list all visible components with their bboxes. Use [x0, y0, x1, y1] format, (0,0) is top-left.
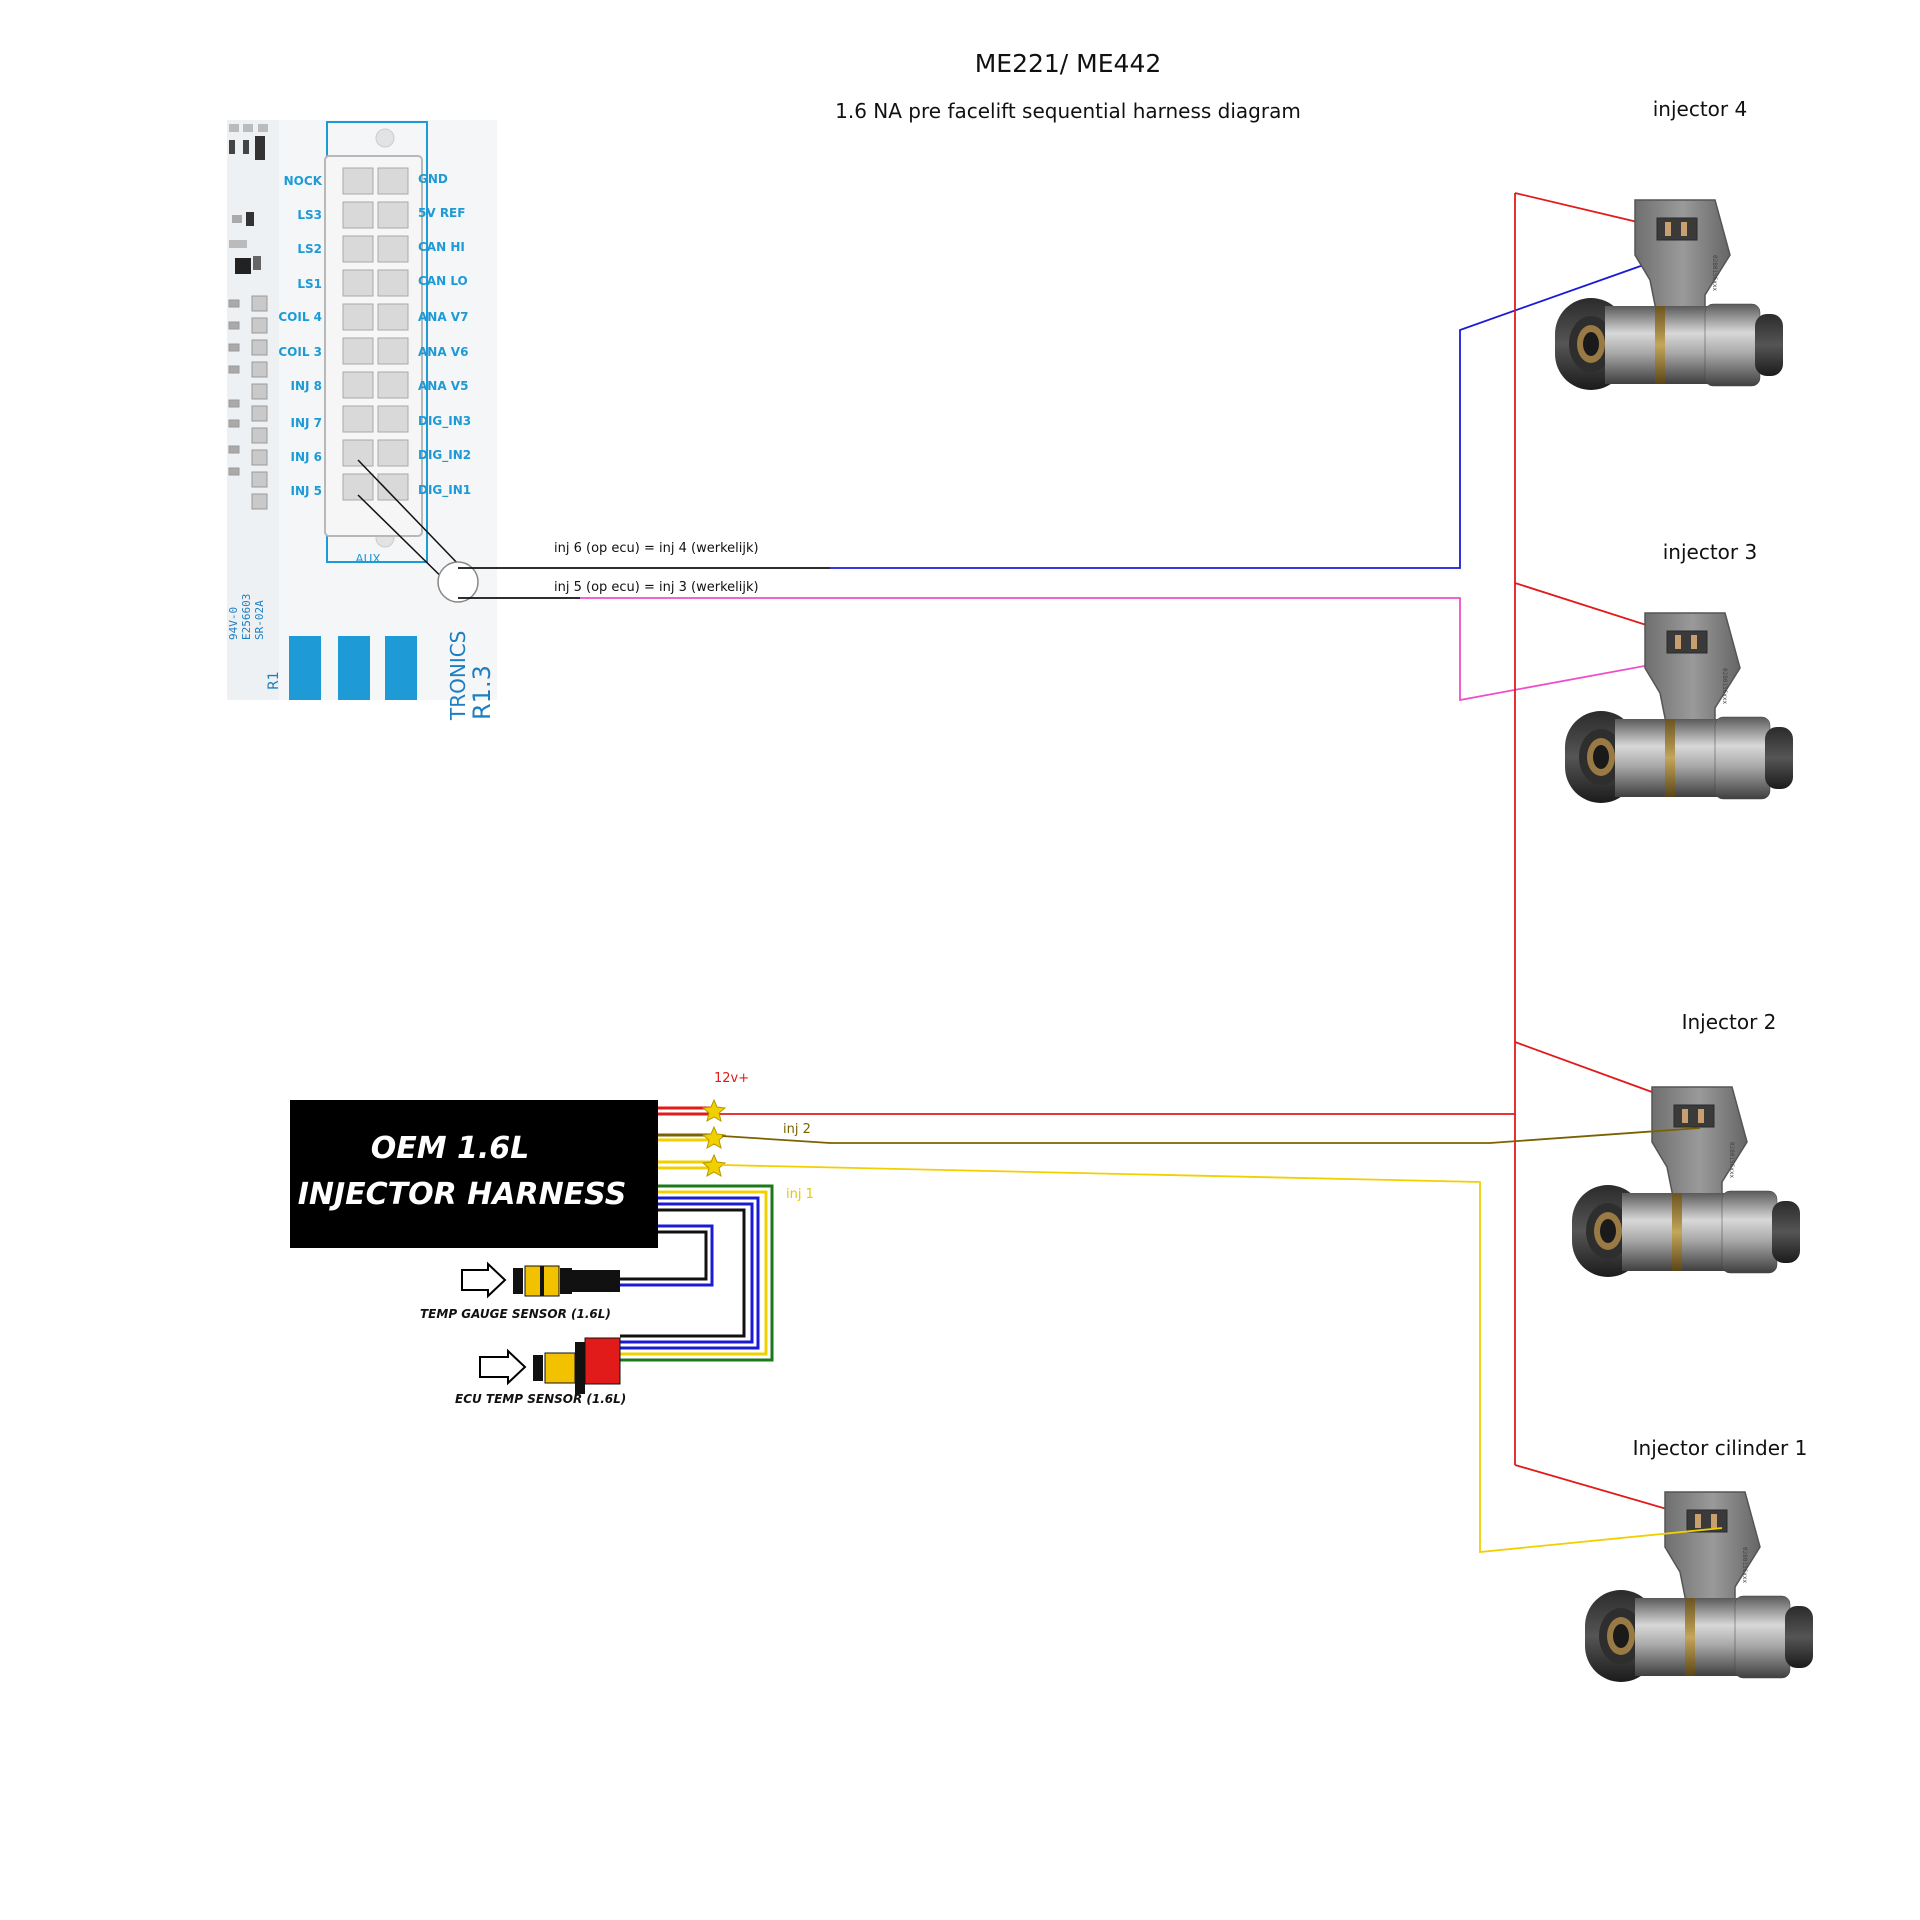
pin-label-can-hi: CAN HI [418, 240, 465, 254]
injector-4 [1554, 199, 1784, 391]
temp-gauge-sensor [461, 1261, 620, 1299]
injector-2-label: Injector 2 [1682, 1010, 1777, 1034]
pin-label-nock: NOCK [284, 174, 323, 188]
connector-label: AUX [355, 552, 380, 566]
pin-label-gnd: GND [418, 172, 448, 186]
right-pin-labels: GND 5V REF CAN HI CAN LO ANA V7 ANA V6 A… [418, 172, 471, 498]
pin-label-coil4: COIL 4 [278, 310, 322, 324]
note-inj5: inj 5 (op ecu) = inj 3 (werkelijk) [554, 580, 759, 595]
smd-components [229, 124, 268, 274]
pin-label-inj5: INJ 5 [291, 484, 323, 498]
tag-12v: 12v+ [714, 1071, 749, 1086]
ecu-board: AUX NOCK LS3 LS2 LS1 COIL 4 COIL 3 INJ 8… [227, 120, 497, 721]
harness-title-line2: INJECTOR HARNESS [298, 1177, 627, 1212]
tag-inj2: inj 2 [783, 1122, 811, 1137]
harness-title-line1: OEM 1.6L [371, 1131, 530, 1166]
silkscreen-line-3: SR-02A [253, 600, 266, 640]
board-r1-label: R1 [266, 671, 282, 690]
diagram-subtitle: 1.6 NA pre facelift sequential harness d… [835, 99, 1301, 123]
ecu-temp-sensor [479, 1337, 621, 1394]
pin-label-inj8: INJ 8 [291, 379, 323, 393]
injector-1-label: Injector cilinder 1 [1633, 1436, 1808, 1460]
pin-label-dig-in1: DIG_IN1 [418, 483, 471, 498]
pin-label-ls2: LS2 [297, 242, 322, 256]
tag-inj1: inj 1 [786, 1187, 814, 1202]
connection-stars [701, 1098, 727, 1178]
pin-label-dig-in2: DIG_IN2 [418, 448, 471, 463]
injector-3 [1564, 612, 1794, 804]
wire-12v-bus [716, 192, 1723, 1526]
pin-label-dig-in3: DIG_IN3 [418, 414, 471, 429]
pin-pads-column [228, 295, 268, 510]
temp-gauge-sensor-label: TEMP GAUGE SENSOR (1.6L) [420, 1307, 611, 1321]
wire-inj5-to-injector3 [458, 597, 1716, 702]
silkscreen-line-1: 94V-0 [227, 607, 240, 640]
injector-2 [1571, 1086, 1801, 1278]
injector-4-label: injector 4 [1653, 97, 1747, 121]
pin-label-ls3: LS3 [297, 208, 322, 222]
silkscreen-line-2: E256603 [240, 594, 253, 640]
pin-label-coil3: COIL 3 [278, 345, 322, 359]
wire-inj1-to-injector1 [721, 1164, 1723, 1553]
pin-label-ls1: LS1 [297, 277, 322, 291]
pin-label-can-lo: CAN LO [418, 274, 468, 288]
left-pin-labels: NOCK LS3 LS2 LS1 COIL 4 COIL 3 INJ 8 INJ… [278, 174, 322, 498]
board-brand-text: TRONICS [446, 631, 470, 721]
injector-1 [1584, 1491, 1814, 1683]
pin-label-ana-v7: ANA V7 [418, 310, 468, 324]
pin-label-5v-ref: 5V REF [418, 206, 465, 220]
ecu-pin-wires [357, 459, 479, 603]
pin-label-ana-v5: ANA V5 [418, 379, 468, 393]
wire-inj2-to-injector2 [721, 1127, 1701, 1144]
diagram-title: ME221/ ME442 [975, 49, 1162, 78]
wire-inj6-to-injector4 [458, 244, 1701, 569]
board-silkscreen: 94V-0 E256603 SR-02A [227, 594, 266, 640]
pin-label-inj6: INJ 6 [291, 450, 323, 464]
note-inj6: inj 6 (op ecu) = inj 4 (werkelijk) [554, 541, 759, 556]
pin-label-ana-v6: ANA V6 [418, 345, 468, 359]
connector-cavities [342, 167, 409, 501]
injector-3-label: injector 3 [1663, 540, 1757, 564]
board-revision: R1.3 [468, 665, 496, 720]
board-blue-pads [289, 636, 417, 700]
oem-injector-harness: OEM 1.6L INJECTOR HARNESS [290, 1098, 774, 1406]
pin-label-inj7: INJ 7 [291, 416, 323, 430]
ecu-temp-sensor-label: ECU TEMP SENSOR (1.6L) [455, 1392, 626, 1406]
